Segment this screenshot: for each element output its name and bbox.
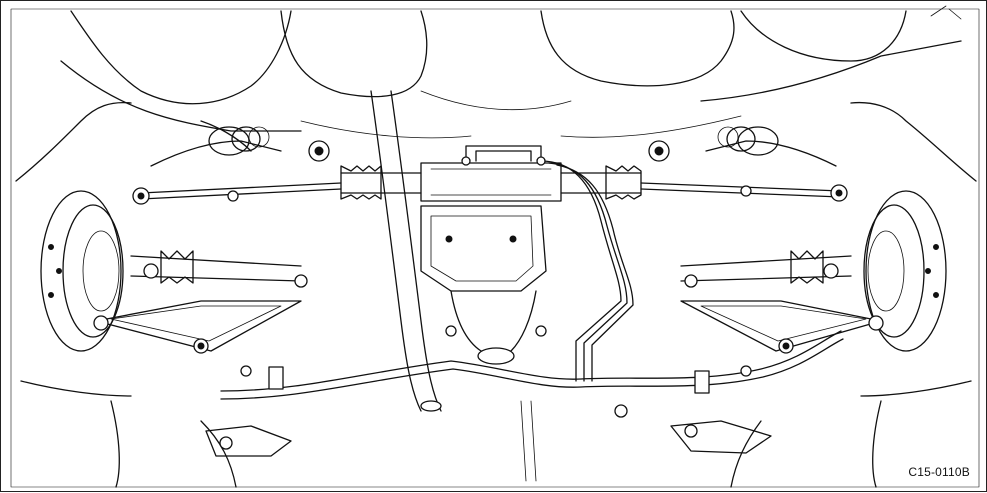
steering-rack xyxy=(340,162,642,202)
figure-id-label: C15-0110B xyxy=(908,465,970,479)
mounting-bolts xyxy=(143,263,839,377)
stabilizer-bar xyxy=(220,330,844,400)
left-drive-shaft xyxy=(130,250,302,284)
right-lower-control-arm xyxy=(680,300,884,354)
right-frame-rail xyxy=(730,101,977,488)
left-wheel-hub xyxy=(40,190,124,352)
left-lower-control-arm xyxy=(93,300,302,354)
exhaust-pipe xyxy=(370,90,442,412)
body-floor-outline xyxy=(10,5,980,488)
center-differential xyxy=(420,205,547,365)
right-drive-shaft xyxy=(680,250,852,284)
lower-brackets xyxy=(205,400,772,482)
left-upper-control-arm xyxy=(150,120,330,167)
right-upper-control-arm xyxy=(648,126,837,167)
power-steering-lines xyxy=(461,145,634,382)
right-tie-rod xyxy=(640,182,848,202)
left-tie-rod xyxy=(132,182,342,205)
right-wheel-hub xyxy=(863,190,947,352)
left-frame-rail xyxy=(15,101,237,488)
